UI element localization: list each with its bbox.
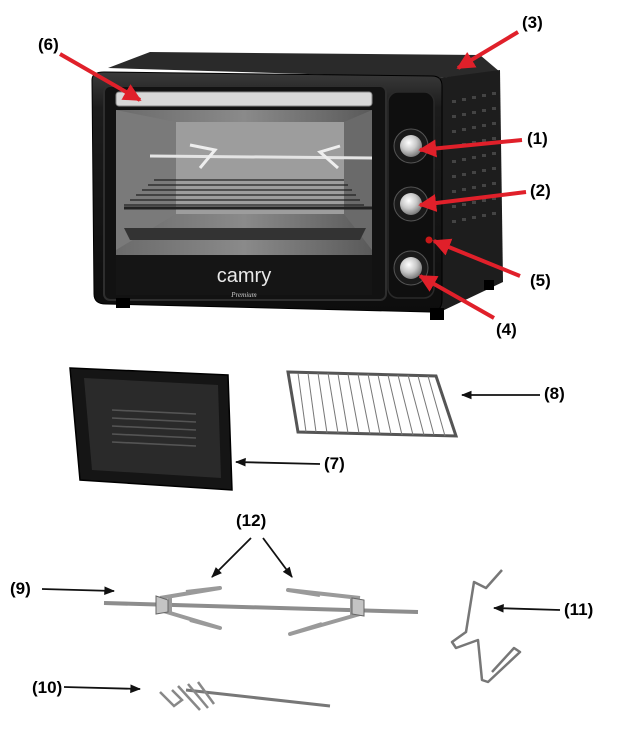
oven-top: [108, 52, 500, 78]
arrow-4: [418, 274, 495, 320]
brand-sub: Premium: [230, 291, 256, 299]
arrow-5: [432, 238, 521, 278]
arrow-1: [418, 138, 523, 158]
arrow-2: [418, 190, 527, 212]
function-knob: [400, 193, 422, 215]
arrow-6: [59, 52, 142, 102]
callout-8: (8): [544, 384, 565, 403]
oven-foot-back: [484, 280, 494, 290]
callout-3: (3): [522, 13, 543, 32]
door-lower-band: [116, 255, 372, 295]
callout-10: (10): [32, 678, 63, 697]
oven-left-wall: [116, 110, 176, 250]
arrow-12-right: [262, 537, 293, 578]
timer-knob: [400, 257, 422, 279]
callout-12: (12): [236, 511, 267, 530]
callout-4: (4): [496, 320, 517, 339]
tray-ridges: [111, 409, 197, 447]
callout-5: (5): [530, 271, 551, 290]
callout-9: (9): [10, 579, 31, 598]
power-indicator-light: [425, 236, 433, 244]
inside-spit-forks: [189, 143, 341, 170]
baking-tray: [69, 367, 233, 491]
tray-handle: [450, 569, 522, 684]
spit-fork-left: [159, 586, 222, 630]
oven-foot-right: [430, 308, 444, 320]
oven-right-wall: [344, 110, 372, 250]
inside-spit-rod: [149, 154, 373, 160]
temperature-knob: [400, 135, 422, 157]
red-arrows: [59, 30, 527, 320]
inside-wire-rack: [124, 179, 372, 210]
rotisserie-spit: [103, 586, 419, 636]
arrow-9: [41, 586, 116, 596]
arrow-3: [456, 30, 520, 70]
side-vents: [452, 92, 496, 223]
arrow-11: [492, 603, 561, 613]
black-arrows: [41, 390, 561, 694]
rotisserie-handle-tool: [159, 681, 331, 711]
oven-back-wall: [176, 122, 344, 214]
arrow-12-left: [211, 537, 252, 578]
arrow-7: [234, 457, 321, 467]
inside-tray: [124, 228, 366, 240]
callout-11: (11): [564, 600, 594, 619]
arrow-10: [63, 684, 142, 694]
callout-1: (1): [527, 129, 548, 148]
oven-foot-left: [116, 298, 130, 308]
brand-logo: camry: [217, 265, 271, 287]
toaster-oven: [91, 52, 503, 320]
callout-7: (7): [324, 454, 345, 473]
callout-6: (6): [38, 35, 59, 54]
door-handle: [115, 91, 373, 107]
wire-rack: [286, 370, 459, 438]
callout-2: (2): [530, 181, 551, 200]
oven-side-panel: [440, 70, 503, 312]
